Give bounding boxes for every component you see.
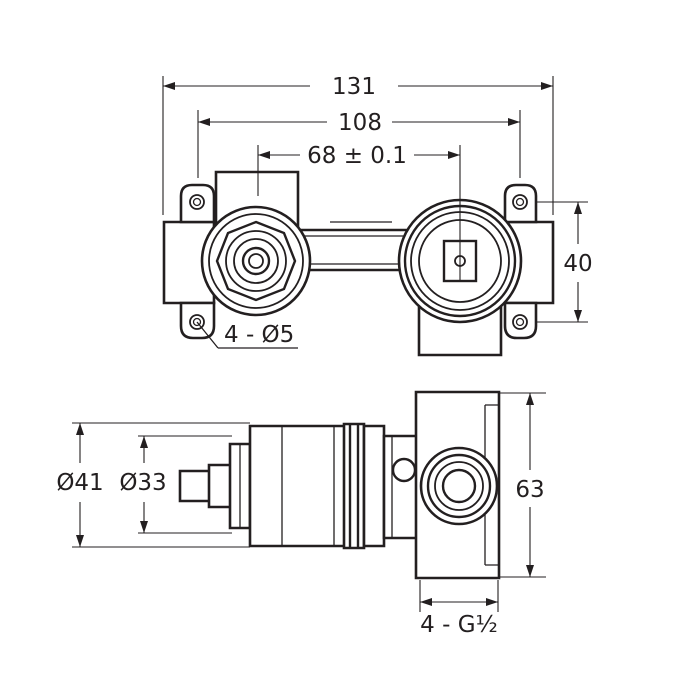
valve-body-ledges (485, 404, 499, 566)
dim-outlet-centres: 68 ± 0.1 (307, 143, 407, 169)
dim-63-arrow-top (526, 393, 534, 405)
top-right-mounting-tab (503, 183, 538, 224)
dim-inner-diameter: Ø33 (119, 470, 166, 496)
left-port-ring-4 (241, 246, 271, 276)
side-view (178, 390, 501, 580)
dim-g12-arrow-left (420, 598, 432, 606)
leader-mounting-holes (196, 321, 219, 349)
bottom-right-mounting-tab (503, 301, 538, 340)
side-outlet-ring-2 (426, 453, 492, 519)
mounting-hole-top-right-inner (515, 197, 525, 207)
dim-63-arrow-bottom (526, 565, 534, 577)
dim-108-arrow-right (508, 118, 520, 126)
side-flange-plate (362, 424, 386, 548)
left-port-ring-1 (208, 213, 304, 309)
side-outlet-outer-ring (419, 446, 499, 526)
dim-overall-width: 131 (332, 74, 376, 100)
dim-outer-diameter: Ø41 (56, 470, 103, 496)
left-port-ring-3 (233, 238, 279, 284)
dim-mounting-holes: 4 - Ø5 (224, 322, 294, 348)
dim-33-arrow-top (140, 436, 148, 448)
dim-body-height: 63 (515, 477, 544, 503)
dim-mounting-hole-spacing: 108 (338, 110, 382, 136)
dim-g12-arrow-right (486, 598, 498, 606)
mounting-hole-top-left (189, 194, 205, 210)
dim-40-arrow-top (574, 202, 582, 214)
mounting-hole-bottom-right-inner (515, 317, 525, 327)
dim-connections: 4 - G½ (420, 612, 498, 638)
side-cartridge-body (248, 424, 347, 548)
bottom-left-mounting-tab (179, 301, 216, 340)
mounting-hole-bottom-left (189, 314, 205, 330)
dim-40-arrow-bottom (574, 310, 582, 322)
front-view-dimensions: 131 108 68 ± 0.1 40 4 - Ø5 (162, 74, 593, 349)
mounting-hole-top-left-inner (192, 197, 202, 207)
dim-108-arrow-left (198, 118, 210, 126)
left-port-hex-nut (215, 220, 297, 302)
top-left-mounting-tab (179, 183, 216, 224)
mounting-hole-bottom-left-inner (192, 317, 202, 327)
left-port-ring-2 (225, 230, 287, 292)
dim-68-arrow-left (258, 151, 270, 159)
side-view-dimensions: Ø41 Ø33 63 4 - G½ (56, 392, 546, 638)
side-neck (382, 434, 422, 540)
dim-bracket-height: 40 (563, 251, 592, 277)
dim-41-arrow-top (76, 423, 84, 435)
dim-131-arrow-right (541, 82, 553, 90)
front-view (162, 170, 555, 357)
side-outlet-ring-3 (434, 461, 484, 511)
dim-68-arrow-right (448, 151, 460, 159)
dim-33-arrow-bottom (140, 521, 148, 533)
spindle-collar (207, 463, 234, 509)
mounting-hole-top-right (512, 194, 528, 210)
side-outlet-bore (441, 468, 477, 504)
side-collar-ring (342, 422, 366, 550)
dim-41-arrow-bottom (76, 535, 84, 547)
left-port-flange (200, 205, 312, 317)
mounting-hole-bottom-right (512, 314, 528, 330)
dim-131-arrow-left (163, 82, 175, 90)
left-port-bore (248, 253, 264, 269)
